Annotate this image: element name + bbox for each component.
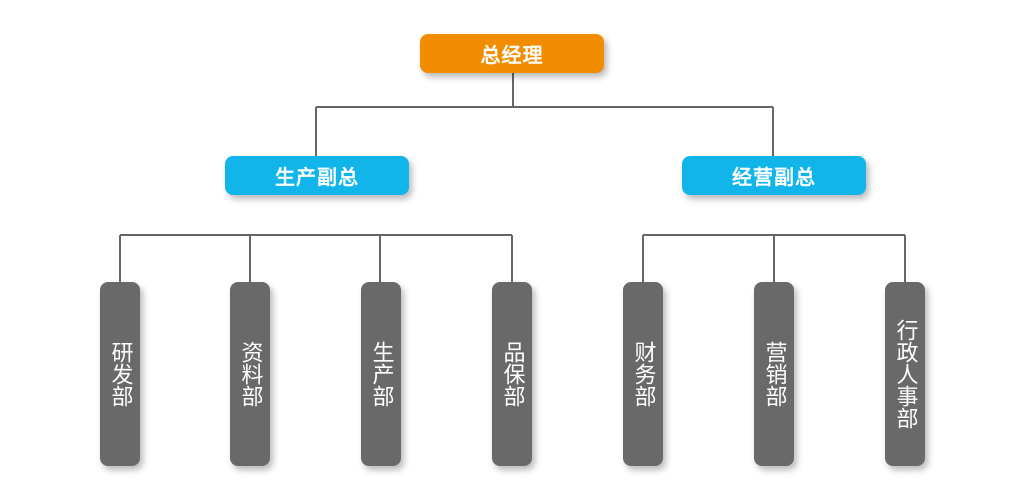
ceo-label: 总经理 xyxy=(480,43,544,67)
dept-rnd-box: 研发部 xyxy=(100,282,140,466)
vp-production-label: 生产副总 xyxy=(275,165,359,189)
dept-quality-label: 品保部 xyxy=(499,341,525,407)
vp-operations-box: 经营副总 xyxy=(682,156,866,195)
ceo-box: 总经理 xyxy=(420,34,604,73)
dept-marketing-label: 营销部 xyxy=(761,341,787,407)
dept-marketing-box: 营销部 xyxy=(754,282,794,466)
dept-documents-box: 资料部 xyxy=(230,282,270,466)
dept-rnd-label: 研发部 xyxy=(107,341,133,407)
dept-production-box: 生产部 xyxy=(361,282,401,466)
dept-quality-box: 品保部 xyxy=(492,282,532,466)
dept-admin-hr-label: 行政人事部 xyxy=(892,319,918,429)
dept-finance-box: 财务部 xyxy=(623,282,663,466)
vp-operations-label: 经营副总 xyxy=(732,165,816,189)
dept-finance-label: 财务部 xyxy=(630,341,656,407)
dept-production-label: 生产部 xyxy=(368,341,394,407)
vp-production-box: 生产副总 xyxy=(225,156,409,195)
dept-documents-label: 资料部 xyxy=(237,341,263,407)
dept-admin-hr-box: 行政人事部 xyxy=(885,282,925,466)
